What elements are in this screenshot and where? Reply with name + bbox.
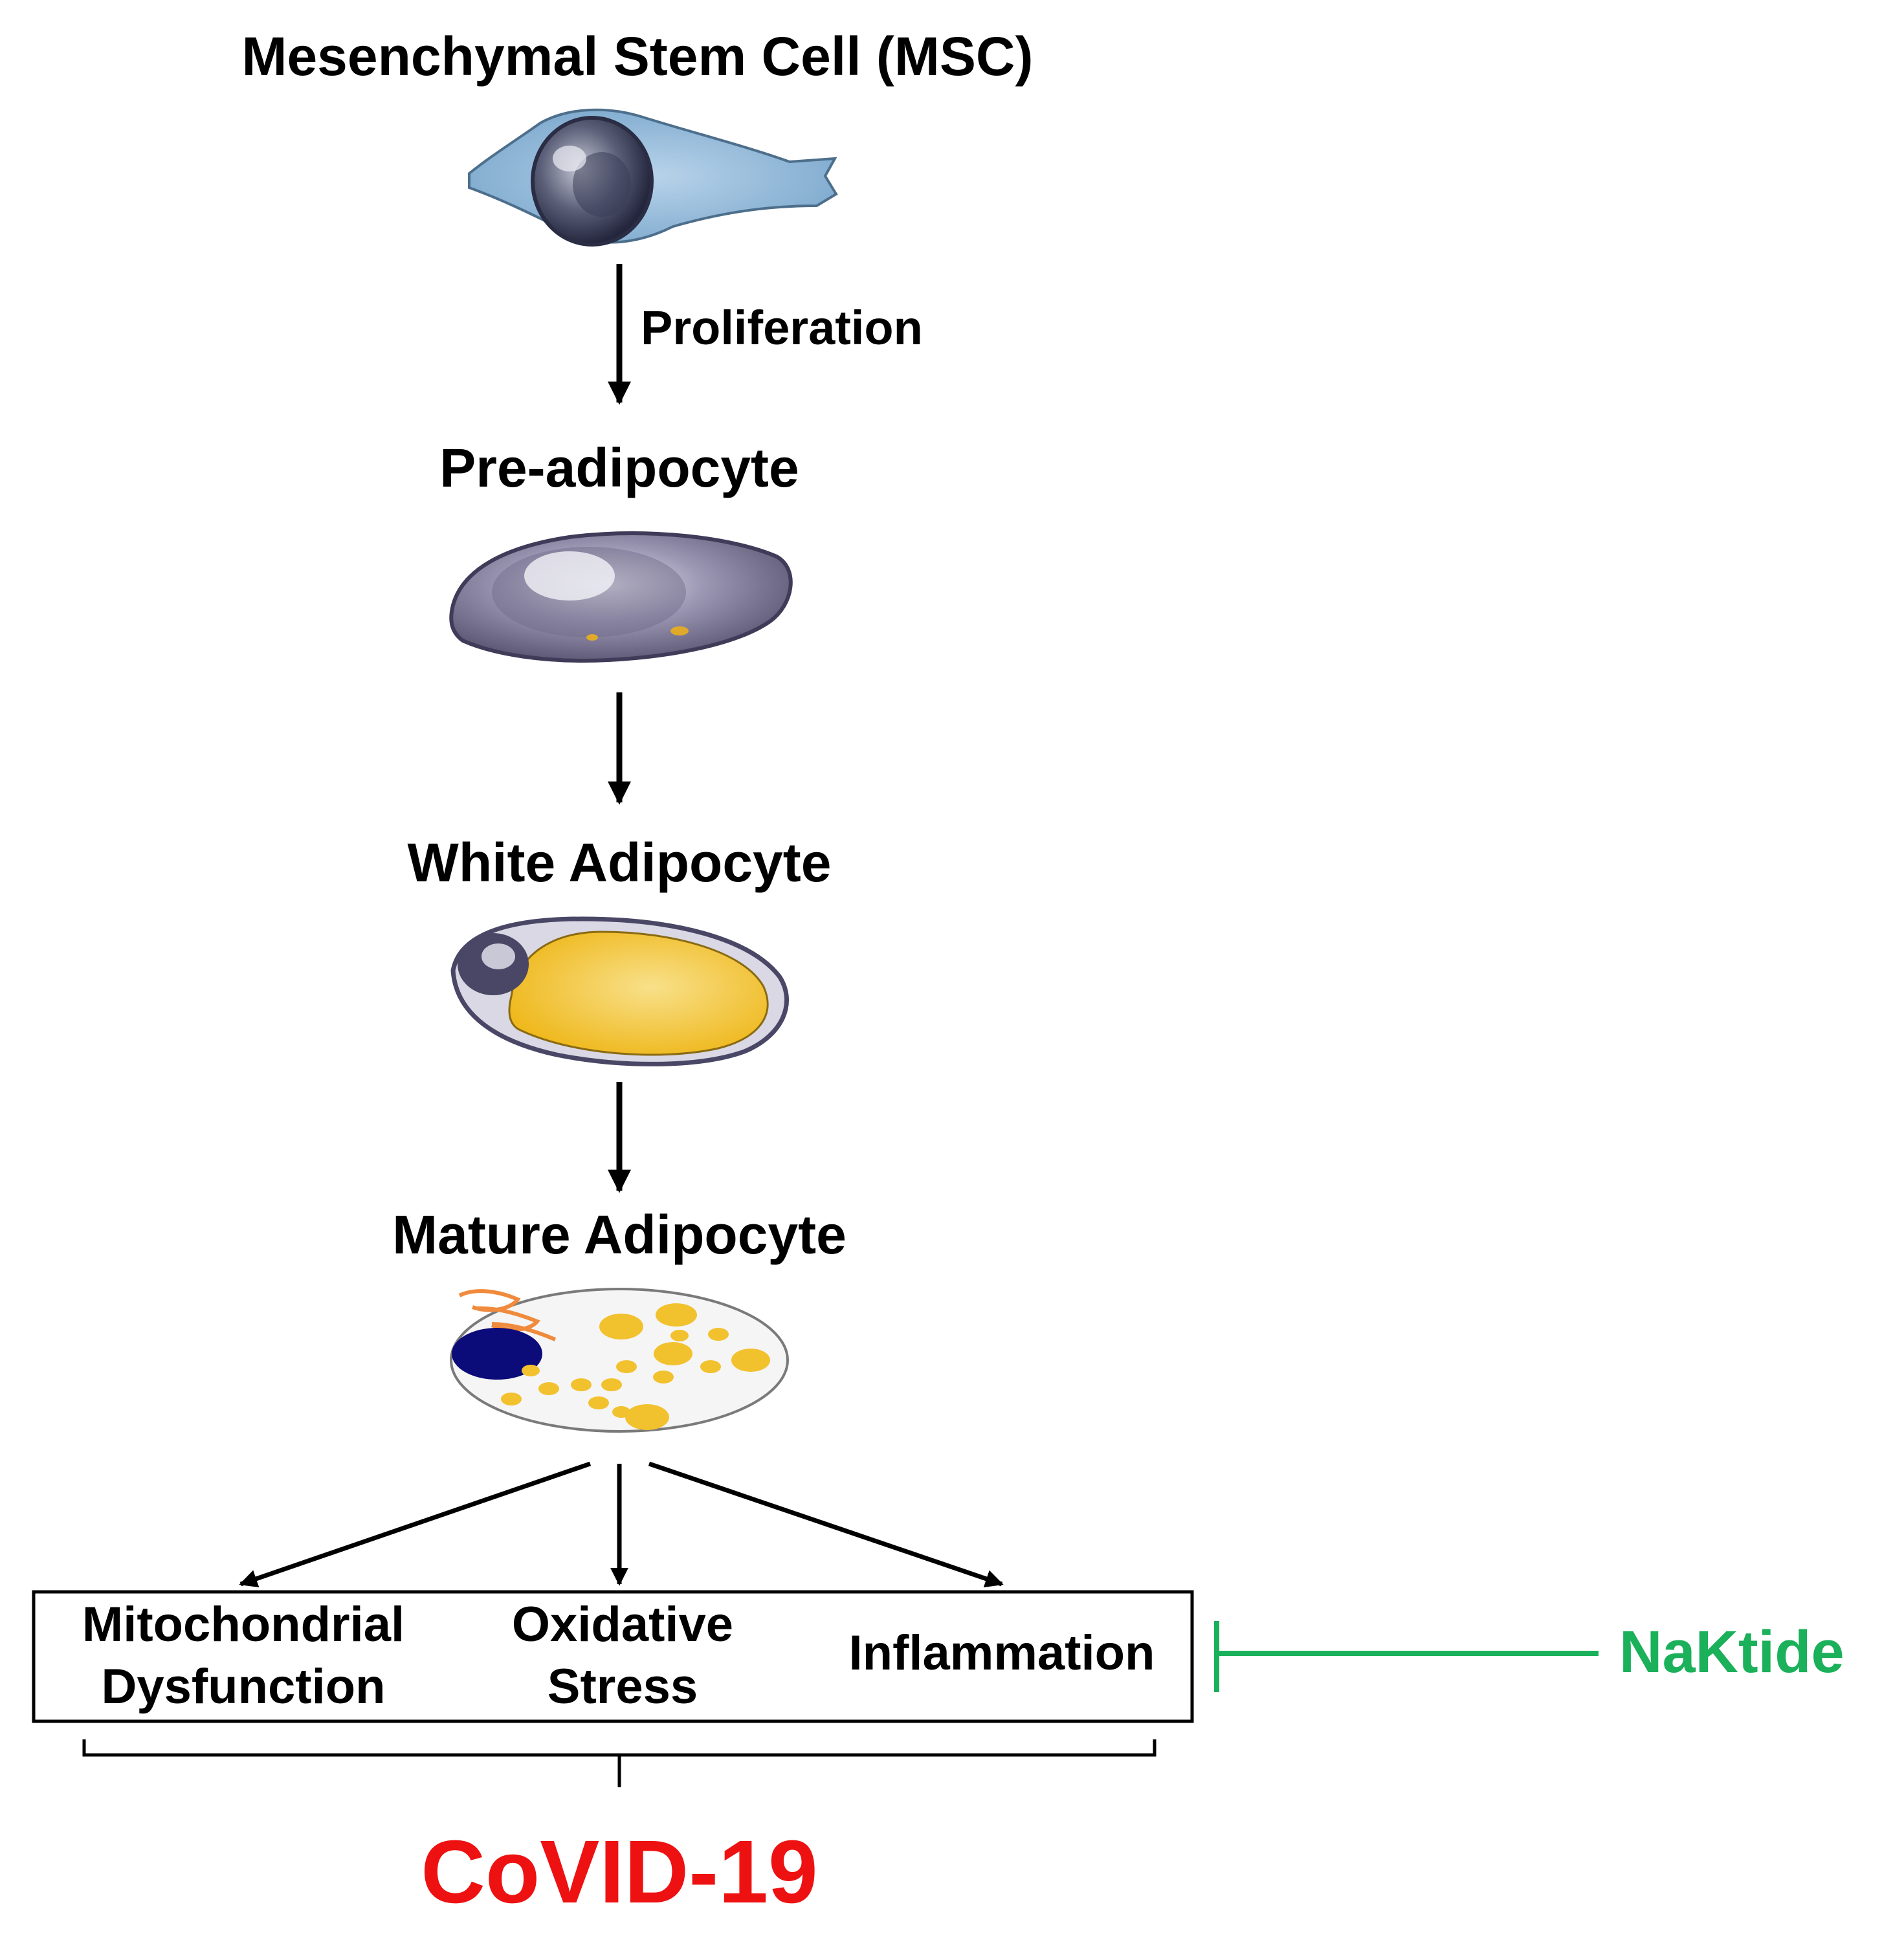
inflammation-label: Inflammation [849,1626,1155,1681]
mitochondrial-dysfunction-line2: Dysfunction [101,1659,385,1714]
pre-adipocyte-cell-icon [449,531,793,663]
nucleus-icon [452,1328,542,1380]
stem-cell-icon [468,108,838,247]
mature-adipocyte-label: Mature Adipocyte [392,1204,847,1265]
oxidative-stress-line2: Stress [548,1659,698,1714]
arrow-to-inflammation [648,1461,1004,1588]
mature-adipocyte-cell-icon [450,1288,789,1433]
inhibition-bar [1214,1621,1599,1692]
proliferation-label: Proliferation [641,301,923,355]
msc-label: Mesenchymal Stem Cell (MSC) [241,26,1033,87]
naktide-label: NaKtide [1619,1619,1844,1685]
pre-adipocyte-label: Pre-adipocyte [439,437,799,498]
oxidative-stress-line1: Oxidative [512,1597,733,1652]
outcome-bracket [82,1739,1157,1787]
lipid-droplets [501,1303,770,1430]
arrow-to-mitochondrial-dysfunction [239,1461,592,1588]
white-adipocyte-label: White Adipocyte [408,832,832,893]
outcome-box [32,1590,1194,1723]
mitochondrial-dysfunction-line1: Mitochondrial [82,1597,404,1652]
covid-19-label: CoVID-19 [421,1822,817,1922]
white-adipocyte-cell-icon [450,916,789,1066]
